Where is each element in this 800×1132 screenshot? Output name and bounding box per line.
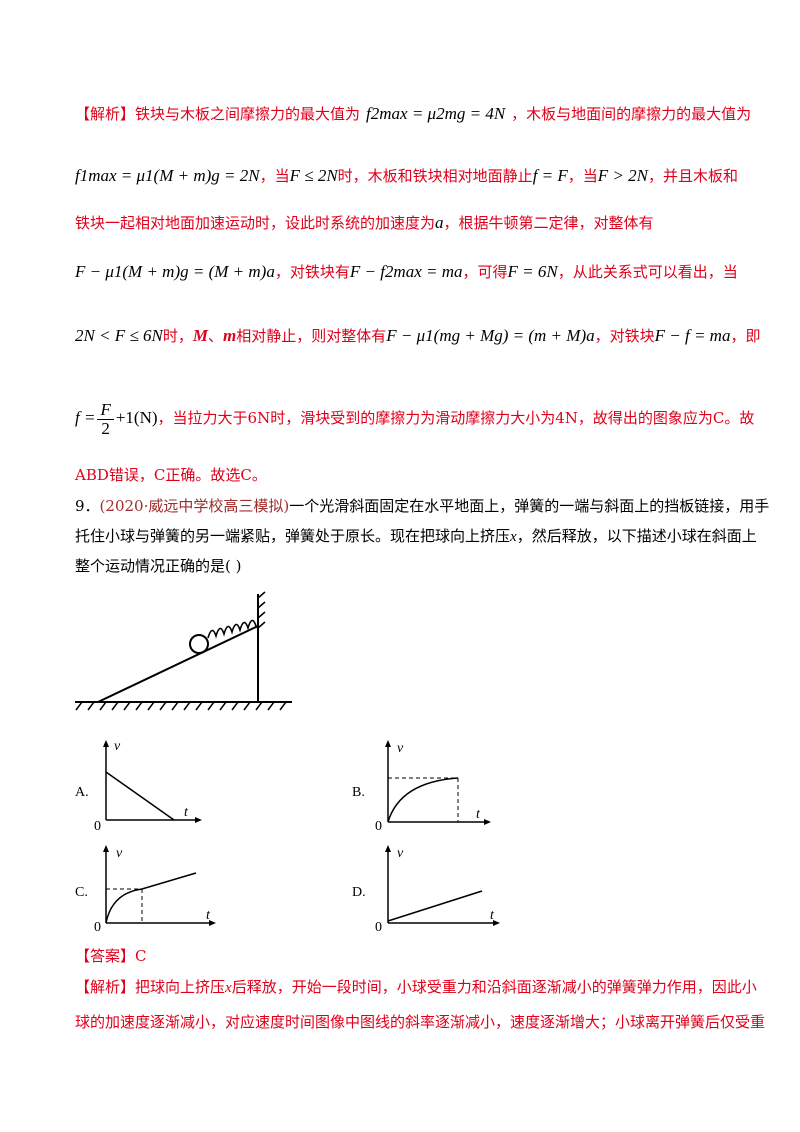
analysis-line-5: 2N < F ≤ 6N时，M、m相对静止，则对整体有F − μ1(mg + Mg… [75, 326, 760, 346]
fraction-numerator: F [97, 400, 114, 420]
text: 铁块与木板之间摩擦力的最大值为 [135, 105, 361, 123]
variable-x: x [510, 529, 517, 545]
formula: F > 2N [597, 166, 648, 185]
text: ，对铁块 [594, 327, 655, 345]
formula-text: f2max = μ2mg = 4N [366, 104, 506, 123]
text: ABD错误，C正确。故选C。 [75, 466, 267, 484]
text: 球的加速度逐渐减小，对应速度时间图像中图线的斜率逐渐减小，速度逐渐增大；小球离开… [75, 1013, 766, 1031]
formula: f1max = μ1(M + m)g = 2N [75, 166, 260, 185]
text: 托住小球与弹簧的另一端紧贴，弹簧处于原长。现在把球向上挤压 [75, 527, 511, 545]
formula: f2max = μ2mg = 4N [366, 104, 505, 123]
option-c-label: C. [75, 885, 88, 900]
text: ，可得 [462, 263, 508, 281]
axis-v-label: v [116, 846, 123, 861]
option-b-label: B. [352, 785, 365, 800]
option-c-graph: v t 0 [94, 845, 216, 933]
v-t-line [105, 771, 175, 821]
text: ，对铁块有 [274, 263, 350, 281]
v-t-curve [387, 777, 459, 823]
text: ，根据牛顿第二定律，对整体有 [443, 214, 654, 232]
origin-label: 0 [375, 819, 382, 833]
analysis-tag: 【解析】 [75, 978, 136, 996]
spring [207, 619, 259, 639]
formula: F − μ1(mg + Mg) = (m + M)a [386, 326, 595, 345]
formula: F ≤ 2N [289, 166, 338, 185]
axis-t-label: t [206, 908, 211, 923]
axis-v-label: v [397, 846, 404, 861]
text: 后释放，开始一段时间，小球受重力和沿斜面逐渐减小的弹簧弹力作用，因此小 [231, 978, 757, 996]
axis-t-label: t [184, 805, 189, 820]
text: ，当 [259, 167, 290, 185]
origin-label: 0 [94, 920, 101, 933]
analysis-line-3: 铁块一起相对地面加速运动时，设此时系统的加速度为a，根据牛顿第二定律，对整体有 [75, 213, 654, 233]
formula: 2N < F ≤ 6N [75, 326, 163, 345]
formula: F = 6N [507, 262, 558, 281]
text: 时，木板和铁块相对地面静止 [337, 167, 533, 185]
v-t-line [387, 890, 483, 922]
incline-diagram [75, 591, 292, 711]
text: 一个光滑斜面固定在水平地面上，弹簧的一端与斜面上的挡板链接，用手 [289, 497, 770, 515]
formula: F − μ1(M + m)g = (M + m)a [75, 262, 275, 281]
option-b-graph: v t 0 [375, 740, 491, 833]
formula: a [435, 213, 444, 232]
ground-hatching [75, 701, 287, 711]
ball [189, 634, 209, 654]
text: 相对静止，则对整体有 [236, 327, 387, 345]
axis-v-label: v [397, 741, 404, 756]
analysis-line-4: F − μ1(M + m)g = (M + m)a，对铁块有F − f2max … [75, 262, 738, 282]
option-a-label: A. [75, 785, 89, 800]
text: 把球向上挤压 [135, 978, 226, 996]
text: ，然后释放，以下描述小球在斜面上 [516, 527, 757, 545]
text: 铁块一起相对地面加速运动时，设此时系统的加速度为 [75, 214, 436, 232]
text: ，当 [567, 167, 598, 185]
answer-tag: 【答案】 [75, 947, 136, 965]
v-t-curve [105, 872, 197, 924]
option-d-label: D. [352, 885, 366, 900]
formula: F − f = ma [654, 326, 731, 345]
text: 时， [162, 327, 193, 345]
final-analysis-line-2: 球的加速度逐渐减小，对应速度时间图像中图线的斜率逐渐减小，速度逐渐增大；小球离开… [75, 1012, 765, 1032]
formula: m [223, 326, 237, 345]
formula-lhs: f = [75, 408, 96, 427]
answer-line: 【答案】C [75, 946, 147, 966]
analysis-line-7: ABD错误，C正确。故选C。 [75, 465, 267, 485]
origin-label: 0 [375, 920, 382, 933]
option-d-graph: v t 0 [375, 845, 500, 933]
answer-value: C [135, 947, 147, 965]
formula: M [192, 326, 209, 345]
axis-t-label: t [476, 807, 481, 822]
analysis-line-2: f1max = μ1(M + m)g = 2N，当F ≤ 2N时，木板和铁块相对… [75, 166, 738, 186]
axis-v-label: v [114, 739, 121, 754]
final-analysis-line-1: 【解析】把球向上挤压x后释放，开始一段时间，小球受重力和沿斜面逐渐减小的弹簧弹力… [75, 977, 757, 998]
question-number: 9． [75, 497, 100, 515]
question-line-2: 托住小球与弹簧的另一端紧贴，弹簧处于原长。现在把球向上挤压x，然后释放，以下描述… [75, 526, 757, 547]
fraction-denominator: 2 [101, 418, 110, 438]
text: ，即 [730, 327, 761, 345]
option-a-graph: v t 0 [94, 739, 202, 833]
formula: f = F [532, 166, 568, 185]
variable-x: x [225, 980, 232, 996]
text: ，从此关系式可以看出，当 [557, 263, 738, 281]
text: ，当拉力大于6N时，滑块受到的摩擦力为滑动摩擦力大小为4N，故得出的图象应为C。… [157, 409, 755, 427]
origin-label: 0 [94, 819, 101, 833]
analysis-tag: 【解析】 [75, 105, 136, 123]
text: 、 [208, 327, 224, 345]
formula: F − f2max = ma [349, 262, 463, 281]
text: 整个运动情况正确的是( ) [75, 557, 242, 575]
wall-hatching [257, 591, 266, 629]
question-line-1: 9．(2020·威远中学校高三模拟)一个光滑斜面固定在水平地面上，弹簧的一端与斜… [75, 496, 769, 516]
formula-rhs: +1(N) [115, 408, 158, 427]
incline-surface [97, 625, 259, 703]
analysis-line-1: 【解析】铁块与木板之间摩擦力的最大值为 f2max = μ2mg = 4N ，木板与… [75, 104, 751, 124]
question-source: (2020·威远中学校高三模拟) [99, 497, 290, 515]
axis-t-label: t [490, 908, 495, 923]
question-line-3: 整个运动情况正确的是( ) [75, 556, 241, 576]
text: ，木板与地面间的摩擦力的最大值为 [511, 105, 752, 123]
text: ，并且木板和 [648, 167, 739, 185]
